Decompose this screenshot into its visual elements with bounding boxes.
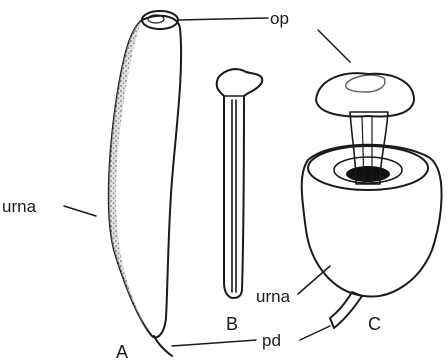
label-panel-c: C [368, 314, 381, 334]
leader-op-c [318, 30, 350, 62]
label-urna-c: urna [256, 287, 291, 306]
capsule-a [109, 11, 181, 356]
capsule-c-hole [346, 166, 390, 182]
section-b [217, 69, 263, 298]
leader-op-a [178, 18, 268, 20]
labels: op urna urna pd A B C [2, 9, 381, 362]
capsule-a-body [109, 16, 181, 338]
operculum-a [142, 11, 178, 29]
leader-urna-c [298, 266, 330, 294]
label-urna-a: urna [2, 197, 37, 216]
label-op: op [270, 9, 289, 28]
leader-lines [64, 18, 350, 346]
section-b-outline [217, 69, 263, 298]
operculum-c [316, 73, 414, 116]
capsule-c [302, 73, 442, 328]
leader-pd-a [172, 340, 256, 346]
capsule-a-shade [109, 20, 152, 336]
operculum-c-top [346, 75, 385, 92]
label-panel-b: B [226, 314, 238, 334]
seta-c [330, 292, 362, 328]
label-pd: pd [262, 331, 281, 350]
label-panel-a: A [116, 342, 128, 362]
leader-pd-c [300, 326, 330, 340]
section-b-columella [232, 100, 236, 292]
leader-urna-a [64, 206, 96, 216]
seta-a [154, 336, 172, 356]
